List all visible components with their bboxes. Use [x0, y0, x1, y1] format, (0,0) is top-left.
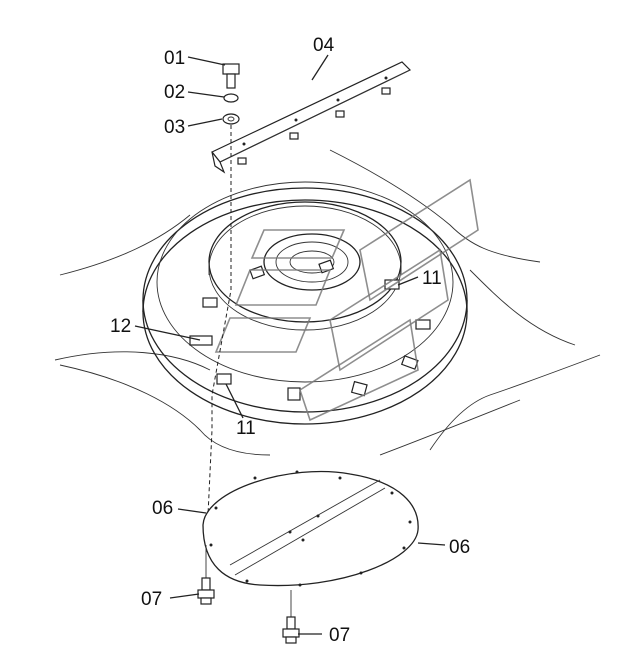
callout-02: 02: [164, 82, 185, 103]
bolt-part-01: [222, 63, 240, 89]
assembly-line: [207, 125, 232, 516]
flat-washer-part-03: [222, 113, 240, 125]
callout-12: 12: [110, 316, 131, 337]
callout-11-right: 11: [422, 268, 442, 289]
callout-11-bottom: 11: [236, 418, 256, 439]
callout-07-left: 07: [141, 589, 162, 610]
turntable-ring: [142, 181, 468, 425]
cover-plates-part-06: [202, 470, 419, 587]
callout-04: 04: [313, 35, 335, 56]
callout-06-left: 06: [152, 498, 173, 519]
callout-07-right: 07: [329, 625, 350, 646]
bolt-part-07-left: [197, 545, 215, 605]
spring-washer-part-02: [223, 93, 239, 103]
callout-06-right: 06: [449, 537, 470, 558]
callout-01: 01: [164, 48, 185, 69]
leader-lines: [134, 54, 446, 635]
center-hub: [263, 233, 361, 291]
frame-outline: [54, 149, 601, 456]
rail-part-04: [211, 61, 412, 174]
bolt-part-07-right: [282, 590, 300, 644]
watermark-logo: [214, 178, 479, 422]
callout-03: 03: [164, 117, 185, 138]
